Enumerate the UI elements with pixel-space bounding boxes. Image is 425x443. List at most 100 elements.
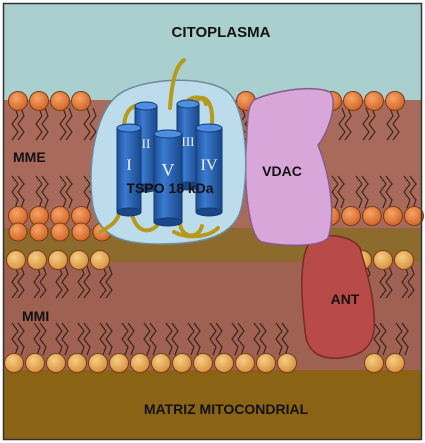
helix-label: II [142,136,151,151]
lipid-head [151,353,171,373]
lipid-tail [344,107,352,141]
matrix-region [4,370,421,439]
lipid-head [27,250,47,270]
lipid-tail [35,107,43,141]
lipid-tail [55,265,63,299]
lipid-head [383,206,403,226]
helix-label: III [182,134,195,149]
lipid-tail [11,265,19,299]
helix-label: V [162,160,175,180]
lipid-head [88,353,108,373]
lipid-head [193,353,213,373]
lipid-head [71,222,91,242]
lipid-tail [281,322,289,356]
lipid-tail [61,322,69,356]
lipid-tail [41,107,49,141]
lipid-tail [89,107,97,141]
lipid-head [90,250,110,270]
lipid-tail [83,322,91,356]
lipid-tail [17,265,25,299]
lipid-tail [253,322,261,356]
lipid-head [8,222,28,242]
lipid-head [71,91,91,111]
lipid-tail [379,265,387,299]
outer-membrane-label: MME [13,149,46,165]
lipid-tail [259,322,267,356]
lipid-head [404,206,424,226]
lipid-tail [331,175,339,209]
tspo-helix-V: V [153,129,183,227]
lipid-tail [59,107,67,141]
lipid-tail [187,322,195,356]
lipid-tail [61,265,69,299]
lipid-tail [385,265,393,299]
lipid-head [364,91,384,111]
lipid-tail [275,322,283,356]
lipid-head [6,250,26,270]
lipid-tail [355,175,363,209]
lipid-tail [33,322,41,356]
lipid-tail [149,322,157,356]
lipid-tail [65,107,73,141]
lipid-tail [121,322,129,356]
lipid-tail [11,322,19,356]
lipid-tail [237,322,245,356]
tspo-label: TSPO 18 kDa [126,180,213,196]
lipid-head [394,250,414,270]
lipid-tail [337,175,345,209]
lipid-head [256,353,276,373]
lipid-head [48,250,68,270]
lipid-tail [17,175,25,209]
vdac-label: VDAC [262,163,302,179]
lipid-tail [127,322,135,356]
lipid-head [364,353,384,373]
lipid-tail [83,265,91,299]
lipid-head [130,353,150,373]
lipid-tail [379,175,387,209]
helix-label: I [126,157,131,174]
inner-membrane-label: MMI [22,308,49,324]
lipid-tail [401,265,409,299]
lipid-head [385,353,405,373]
lipid-tail [59,175,67,209]
lipid-tail [231,322,239,356]
lipid-head [4,353,24,373]
lipid-tail [361,175,369,209]
lipid-tail [83,107,91,141]
lipid-tail [105,322,113,356]
tspo-helix-I: I [116,123,142,217]
helix-label: IV [201,157,218,174]
lipid-tail [77,265,85,299]
lipid-tail [392,107,400,141]
lipid-tail [386,107,394,141]
lipid-head [67,353,87,373]
matrix-label: MATRIZ MITOCONDRIAL [144,401,309,417]
lipid-tail [368,107,376,141]
lipid-tail [338,107,346,141]
lipid-tail [165,322,173,356]
lipid-tail [395,322,403,356]
lipid-tail [171,322,179,356]
lipid-head [235,353,255,373]
lipid-head [50,91,70,111]
lipid-tail [209,322,217,356]
lipid-head [29,222,49,242]
lipid-tail [39,265,47,299]
lipid-tail [193,322,201,356]
lipid-head [341,206,361,226]
lipid-tail [215,322,223,356]
ant-protein [301,235,376,359]
lipid-tail [409,175,417,209]
lipid-tail [105,265,113,299]
lipid-tail [403,175,411,209]
lipid-head [277,353,297,373]
lipid-tail [11,175,19,209]
lipid-head [8,91,28,111]
lipid-tail [17,322,25,356]
lipid-tail [41,175,49,209]
lipid-tail [17,107,25,141]
lipid-tail [35,175,43,209]
